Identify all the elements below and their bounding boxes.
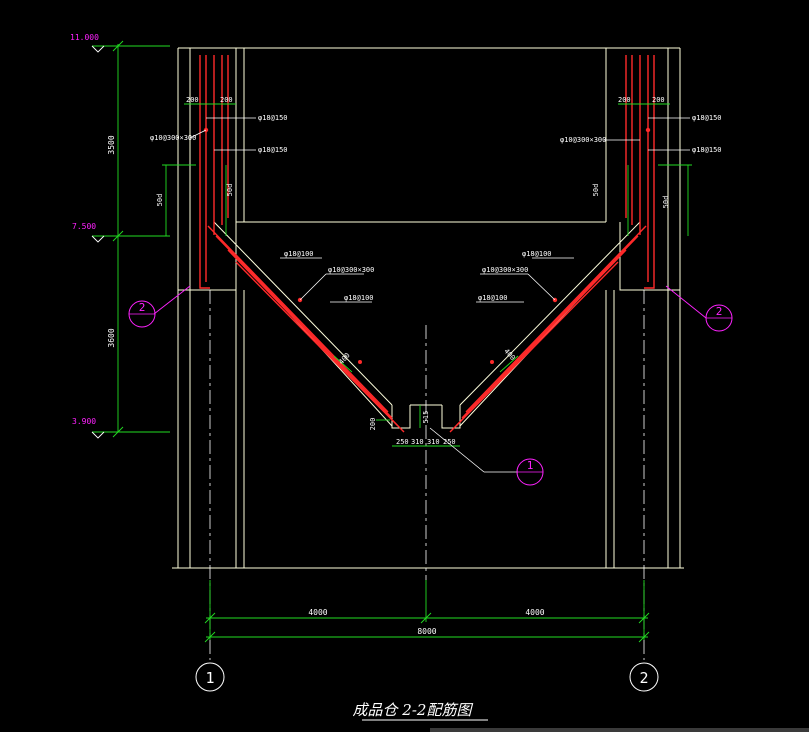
section-mark-right: 2	[705, 304, 733, 332]
section-mark-center: 1	[516, 458, 544, 486]
right-slope-rebar-2: φ10@300×300	[482, 266, 528, 274]
outlet-dim-2: 310	[411, 438, 424, 446]
left-anchor-inner: 50d	[226, 184, 234, 197]
outlet-dim-3: 310	[427, 438, 440, 446]
elevation-mid: 7.500	[72, 222, 96, 231]
horizontal-scrollbar[interactable]	[430, 728, 809, 732]
right-dim-b: 200	[652, 96, 665, 104]
right-wall-rebar-3: φ18@150	[692, 146, 722, 154]
left-wall-rebar-1: φ18@150	[258, 114, 288, 122]
elevation-bottom: 3.900	[72, 417, 96, 426]
left-dim-b: 200	[220, 96, 233, 104]
left-slope-rebar-2: φ10@300×300	[328, 266, 374, 274]
axis-bubble-left: 1	[195, 662, 225, 692]
axis-bubble-right: 2	[629, 662, 659, 692]
right-wall-rebar-1: φ18@150	[692, 114, 722, 122]
dim-horizontal-right: 4000	[525, 608, 544, 617]
dim-horizontal-total: 8000	[417, 627, 436, 636]
elevation-top: 11.000	[70, 33, 99, 42]
right-anchor-outer: 50d	[662, 196, 670, 209]
axis-right-label: 2	[639, 669, 648, 687]
outlet-dim-v: 515	[422, 411, 430, 424]
dim-horizontal-left: 4000	[308, 608, 327, 617]
left-wall-rebar-3: φ18@150	[258, 146, 288, 154]
right-anchor-inner: 50d	[592, 184, 600, 197]
section-mark-left-label: 2	[139, 301, 146, 314]
rebar-lines	[199, 55, 655, 433]
outlet-dim-h: 200	[369, 418, 377, 431]
outlet-dim-4: 250	[443, 438, 456, 446]
elevation-markers	[91, 45, 105, 439]
left-slope-rebar-1: φ18@100	[284, 250, 314, 258]
right-dim-a: 200	[618, 96, 631, 104]
axis-left-label: 1	[205, 669, 214, 687]
dim-vertical-upper: 3500	[107, 135, 116, 154]
right-slope-rebar-3: φ18@100	[478, 294, 508, 302]
right-wall-rebar-2: φ10@300×300	[560, 136, 606, 144]
outlet-dim-1: 250	[396, 438, 409, 446]
section-mark-leaders	[153, 285, 707, 319]
section-mark-center-label: 1	[527, 459, 534, 472]
section-mark-right-label: 2	[716, 305, 723, 318]
dim-vertical-lower: 3600	[107, 328, 116, 347]
dimension-lines	[92, 40, 692, 643]
left-slope-rebar-3: φ18@100	[344, 294, 374, 302]
left-wall-rebar-2: φ10@300×300	[150, 134, 196, 142]
section-mark-left: 2	[128, 300, 156, 328]
right-slope-rebar-1: φ18@100	[522, 250, 552, 258]
left-anchor-outer: 50d	[156, 194, 164, 207]
drawing-title: 成品仓 2-2配筋图	[353, 701, 474, 719]
left-dim-a: 200	[186, 96, 199, 104]
leader-lines	[189, 117, 690, 473]
structure-outline	[172, 47, 684, 569]
